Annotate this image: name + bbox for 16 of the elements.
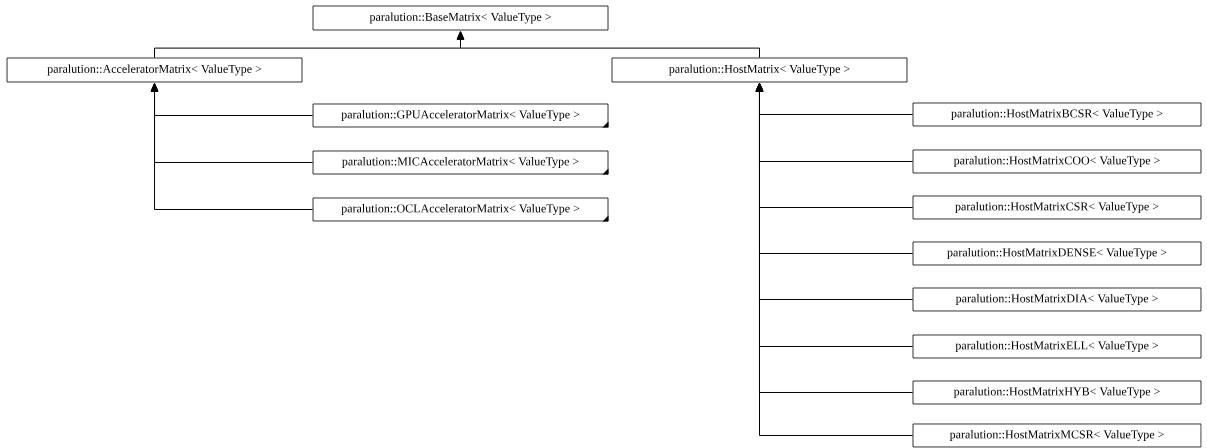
class-box: paralution::AcceleratorMatrix< ValueType > bbox=[6, 57, 303, 83]
class-box: paralution::GPUAcceleratorMatrix< ValueType > bbox=[312, 103, 609, 128]
class-box: paralution::HostMatrixCSR< ValueType > bbox=[912, 195, 1202, 220]
class-box: paralution::HostMatrix< ValueType > bbox=[611, 57, 908, 83]
class-box: paralution::MICAcceleratorMatrix< ValueType > bbox=[312, 150, 609, 175]
class-box: paralution::HostMatrixDENSE< ValueType > bbox=[912, 241, 1202, 266]
class-box: paralution::HostMatrixMCSR< ValueType > bbox=[912, 423, 1202, 448]
class-box: paralution::HostMatrixDIA< ValueType > bbox=[912, 287, 1202, 312]
inheritance-arrow bbox=[150, 83, 314, 210]
class-box: paralution::HostMatrixBCSR< ValueType > bbox=[912, 102, 1202, 127]
class-box: paralution::HostMatrixHYB< ValueType > bbox=[912, 380, 1202, 405]
class-box: paralution::HostMatrixELL< ValueType > bbox=[912, 334, 1202, 359]
class-box: paralution::BaseMatrix< ValueType > bbox=[312, 5, 609, 31]
class-box: paralution::OCLAcceleratorMatrix< ValueType > bbox=[312, 197, 609, 222]
class-box: paralution::HostMatrixCOO< ValueType > bbox=[912, 149, 1202, 174]
inheritance-arrow bbox=[456, 31, 760, 59]
